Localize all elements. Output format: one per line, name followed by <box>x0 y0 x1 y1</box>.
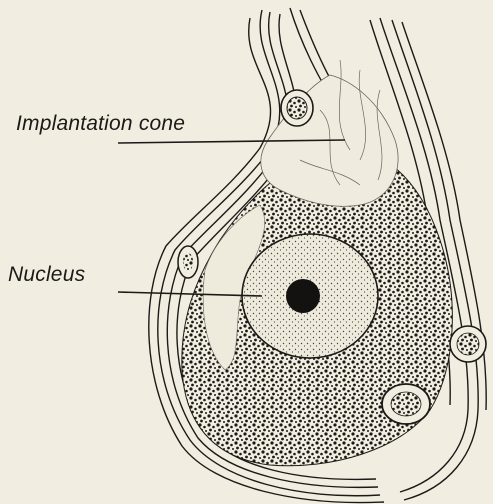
satellite-cell-bottom <box>382 384 430 424</box>
nucleus-label: Nucleus <box>8 263 85 287</box>
satellite-cell-right <box>450 326 486 362</box>
nucleolus <box>286 279 320 313</box>
satellite-cell-left <box>178 246 198 278</box>
implantation-cone-label: Implantation cone <box>16 112 185 136</box>
satellite-cell-top <box>281 90 313 126</box>
